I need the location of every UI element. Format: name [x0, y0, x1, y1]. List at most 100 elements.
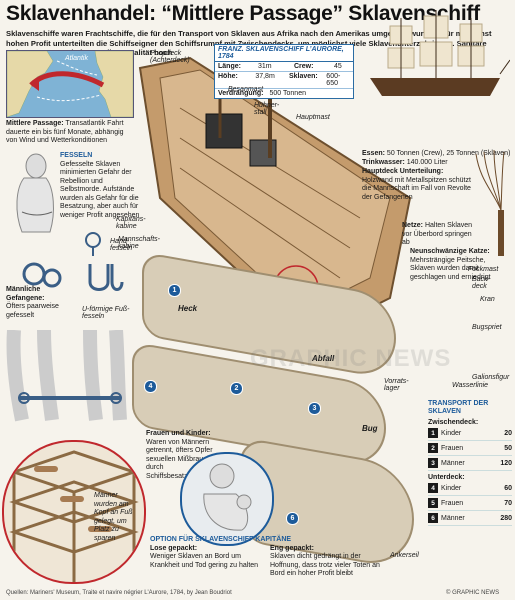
ship-cutaway-illustration	[138, 48, 412, 340]
heck-label: Heck	[178, 304, 198, 313]
row-number: 5	[428, 498, 438, 508]
row-number: 4	[428, 483, 438, 493]
huhner-label: Hühner-stall	[254, 102, 280, 116]
abfall-label: Abfall	[312, 354, 335, 363]
spec-key: Länge:	[218, 63, 241, 70]
row-count: 280	[500, 514, 512, 522]
men-tight-text: Männer wurden am Kopf an Fuß gelegt, um …	[94, 492, 133, 542]
tight-packing-detail	[2, 440, 146, 584]
row-number: 6	[428, 513, 438, 523]
middle-passage-body: Transatlantik Fahrt dauerte ein bis fünf…	[6, 120, 124, 144]
netze-text: Netze: Halten Sklaven vor Überbord sprin…	[402, 222, 474, 248]
loose-body: Weniger Sklaven an Bord um Krankheit und…	[150, 553, 259, 569]
kran-label: Kran	[480, 296, 495, 303]
bugspriet-label: Bugspriet	[472, 324, 502, 331]
spec-key: Höhe:	[218, 73, 238, 80]
spec-head: FRANZ. SKLAVENSCHIFF L’AURORE, 1784	[215, 45, 353, 62]
netze-head: Netze:	[402, 222, 424, 229]
leg-shackle-bar-illustration	[6, 330, 127, 422]
spec-row: Länge: 31m Crew: 45	[215, 62, 353, 72]
table-row: 4 Kinder 60	[428, 481, 512, 496]
spec-key: Crew:	[294, 63, 314, 70]
row-label: Frauen	[441, 499, 464, 507]
fesseln-body: Gefesselte Sklaven minimierten Gefahr de…	[60, 160, 140, 219]
women-head: Frauen und Kinder:	[146, 430, 211, 437]
map-label: Atlantik	[65, 55, 88, 62]
male-captives-text: Männliche Gefangene: Öfters paarweise ge…	[6, 286, 80, 320]
male-body: Öfters paarweise gefesselt	[6, 303, 59, 319]
sailing-ship-illustration	[370, 10, 510, 96]
fesseln-section: FESSELN Gefesselte Sklaven minimierten G…	[2, 152, 140, 260]
unterdeck-head: Unterdeck:	[428, 474, 465, 481]
middle-passage-text: Mittlere Passage: Transatlantik Fahrt da…	[6, 120, 132, 146]
spec-value: 45	[334, 63, 342, 70]
badge-frauen-zwischendeck: 2	[230, 382, 243, 395]
water-body: 140.000 Liter	[406, 158, 448, 166]
shackled-figure-illustration	[16, 153, 54, 233]
zwischendeck-head: Zwischendeck:	[428, 419, 479, 426]
fockmast-label: Fockmast	[468, 266, 499, 273]
table-row: 6 Männer 280	[428, 511, 512, 526]
badge-kinder-zwischendeck: 1	[168, 284, 181, 297]
food-head: Essen:	[362, 150, 385, 157]
hauptdeck-body: Holzwand mit Metallspitzen schützt die M…	[362, 176, 471, 201]
table-row: 1 Kinder 20	[428, 426, 512, 441]
women-children-text: Frauen und Kinder: Waren von Männern get…	[146, 430, 216, 481]
spec-row: Verdrängung: 500 Tonnen	[215, 89, 353, 98]
row-label: Männer	[441, 459, 465, 467]
atlantic-map: Atlantik	[6, 50, 134, 118]
spec-row: Höhe: 37,8m Sklaven: 600-650	[215, 72, 353, 89]
hauptmast-label: Hauptmast	[296, 114, 330, 121]
katze-text: Neunschwänzige Katze: Mehrsträngige Peit…	[410, 248, 512, 282]
map-graphic	[7, 51, 133, 117]
row-label: Männer	[441, 514, 465, 522]
tight-body: Sklaven dicht gedrängt in der Hoffnung, …	[270, 553, 380, 577]
row-count: 20	[504, 429, 512, 437]
women-body: Waren von Männern getrennt, öfters Opfer…	[146, 438, 215, 480]
whip-illustration	[475, 150, 505, 256]
loose-head: Lose gepackt:	[150, 544, 198, 552]
vorrat-label: Vorrats-lager	[384, 378, 409, 392]
poopdeck-label: Poopdeck (Achterdeck)	[150, 50, 190, 64]
tight-head: Eng gepackt:	[270, 544, 314, 552]
male-head: Männliche Gefangene:	[6, 286, 45, 302]
badge-manner-unterdeck: 6	[286, 512, 299, 525]
foot-shackle-label: U-förmige Fuß-fesseln	[82, 306, 130, 320]
water-head: Trinkwasser:	[362, 158, 405, 166]
ankerseil-label: Ankerseil	[390, 552, 419, 559]
fesseln-head: FESSELN	[60, 152, 93, 159]
transport-head: TRANSPORT DER SKLAVEN	[428, 400, 489, 415]
watermark: GRAPHIC NEWS	[250, 345, 452, 372]
besan-label: Besanmast	[228, 86, 264, 93]
kapitan-label: Kapitäns-kabine	[116, 216, 146, 230]
spec-value: 500 Tonnen	[269, 90, 306, 97]
badge-kinder-unterdeck: 4	[144, 380, 157, 393]
mannschaft-label: Mannschafts-kabine	[118, 236, 161, 250]
food-body: 50 Tonnen (Crew), 25 Tonnen (Sklaven)	[386, 150, 511, 157]
hauptdeck-head: Hauptdeck Unterteilung:	[362, 168, 444, 175]
middle-passage-head: Mittlere Passage:	[6, 120, 64, 127]
table-row: 3 Männer 120	[428, 456, 512, 471]
shackles-illustration	[22, 262, 124, 291]
netze-body: Halten Sklaven vor Überbord springen ab	[402, 222, 473, 246]
spec-key: Verdrängung:	[218, 90, 264, 97]
loose-pack-text: Lose gepackt: Weniger Sklaven an Bord um…	[150, 545, 262, 579]
hand-label: Hand-fesseln	[110, 238, 133, 252]
spec-key: Sklaven:	[288, 73, 318, 80]
row-count: 60	[504, 484, 512, 492]
katze-body: Mehrsträngige Peitsche, Sklaven wurden d…	[410, 256, 491, 281]
transport-table: TRANSPORT DER SKLAVEN Zwischendeck: 1 Ki…	[428, 400, 512, 526]
row-count: 120	[500, 459, 512, 467]
bug-deck-label: Bug	[362, 424, 378, 433]
spec-value: 37,8m	[255, 73, 275, 80]
row-label: Kinder	[441, 429, 462, 437]
woman-child-illustration	[203, 463, 252, 531]
katze-head: Neunschwänzige Katze:	[410, 248, 490, 255]
hauptdeck-text: Hauptdeck Unterteilung: Holzwand mit Met…	[362, 168, 472, 202]
row-number: 2	[428, 443, 438, 453]
wasserlinie-label: Wasserlinie	[452, 382, 489, 389]
row-number: 3	[428, 458, 438, 468]
row-count: 50	[504, 444, 512, 452]
table-row: 5 Frauen 70	[428, 496, 512, 511]
row-label: Kinder	[441, 484, 462, 492]
